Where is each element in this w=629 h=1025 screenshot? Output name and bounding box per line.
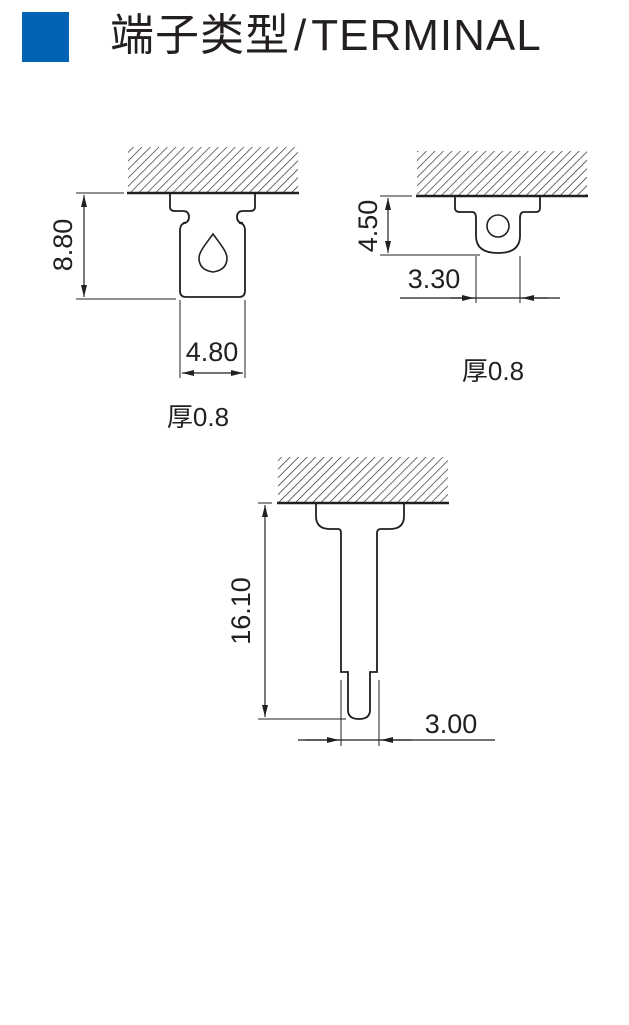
terminal-1-outline xyxy=(169,193,256,298)
mounting-surface-2 xyxy=(417,151,587,196)
mounting-surface-1 xyxy=(128,147,298,193)
terminal-1-hole xyxy=(198,232,228,273)
width-label-1: 4.80 xyxy=(186,337,239,367)
title-cn: 端子类型 xyxy=(110,11,290,60)
height-label-2: 4.50 xyxy=(353,200,383,253)
terminal-3-outline xyxy=(315,503,405,720)
title-separator: / xyxy=(294,11,308,60)
width-label-3: 3.00 xyxy=(425,709,478,739)
terminal-2-hole xyxy=(486,214,510,238)
thickness-label-2: 厚0.8 xyxy=(462,356,524,386)
thickness-label-1: 厚0.8 xyxy=(167,402,229,432)
terminal-2-outline xyxy=(454,196,541,254)
height-label-3: 16.10 xyxy=(226,577,256,645)
width-label-2: 3.30 xyxy=(408,264,461,294)
page-title: 端子类型/TERMINAL xyxy=(110,6,542,66)
terminal-1 xyxy=(76,147,299,378)
terminal-2 xyxy=(380,151,588,303)
header: 端子类型/TERMINAL xyxy=(0,0,629,80)
accent-square xyxy=(22,12,69,62)
mounting-surface-3 xyxy=(278,457,448,503)
title-en: TERMINAL xyxy=(311,11,542,60)
height-label-1: 8.80 xyxy=(48,219,78,272)
terminal-3 xyxy=(258,457,495,746)
